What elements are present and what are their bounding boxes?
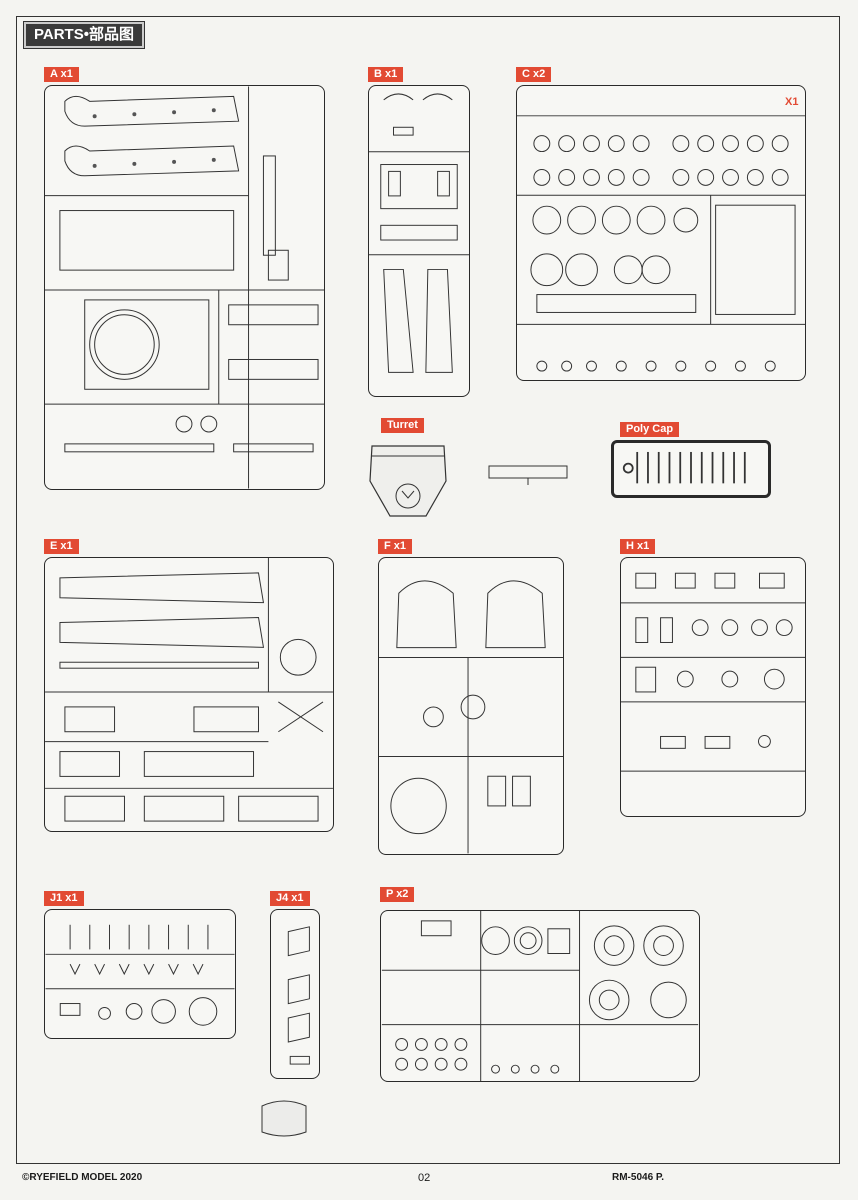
turret-label: Turret [381, 418, 424, 433]
sprue-j4-drawing [287, 926, 310, 1065]
sprue-f-label: F x1 [378, 539, 413, 554]
sprue-e [44, 557, 334, 832]
polycap-drawing [622, 451, 746, 484]
sprue-h-drawing [621, 572, 805, 772]
polycap-sprue [611, 440, 771, 498]
footer-page-number: 02 [418, 1172, 431, 1184]
sprue-p-label: P x2 [380, 887, 415, 902]
sprue-b [368, 85, 470, 397]
sprue-a [44, 85, 325, 490]
sprue-f [378, 557, 564, 855]
sprue-c-drawing [517, 115, 805, 372]
sprue-h [620, 557, 806, 817]
sprue-c-note: X1 [785, 96, 799, 108]
sprue-h-label: H x1 [620, 539, 656, 554]
page-frame [16, 16, 840, 1164]
sprue-a-drawing [45, 86, 324, 489]
sprue-p-drawing [381, 911, 699, 1081]
sprue-e-drawing [45, 558, 333, 822]
page-title: PARTS•部品图 [23, 21, 145, 49]
turret-drawing [369, 445, 447, 517]
sprue-f-drawing [379, 580, 563, 854]
sprue-e-label: E x1 [44, 539, 79, 554]
turret-sprue-bar [488, 460, 568, 486]
sprue-j1-label: J1 x1 [44, 891, 84, 906]
turret-bar-drawing [488, 465, 568, 485]
sprue-c-label: C x2 [516, 67, 552, 82]
sprue-j4-label: J4 x1 [270, 891, 310, 906]
j4-hood-drawing [261, 1100, 307, 1137]
sprue-j1-drawing [45, 924, 235, 1026]
sprue-b-drawing [369, 93, 469, 373]
footer-copyright: ©RYEFIELD MODEL 2020 [22, 1172, 143, 1183]
sprue-c: X1 [516, 85, 806, 381]
sprue-a-label: A x1 [44, 67, 79, 82]
footer-product-code: RM-5046 P. [612, 1172, 665, 1183]
sprue-b-label: B x1 [368, 67, 404, 82]
sprue-j4 [270, 909, 320, 1079]
sprue-p [380, 910, 700, 1082]
polycap-label: Poly Cap [620, 422, 680, 437]
sprue-j1 [44, 909, 236, 1039]
turret-part [366, 436, 450, 522]
j4-hood-part [260, 1098, 308, 1138]
